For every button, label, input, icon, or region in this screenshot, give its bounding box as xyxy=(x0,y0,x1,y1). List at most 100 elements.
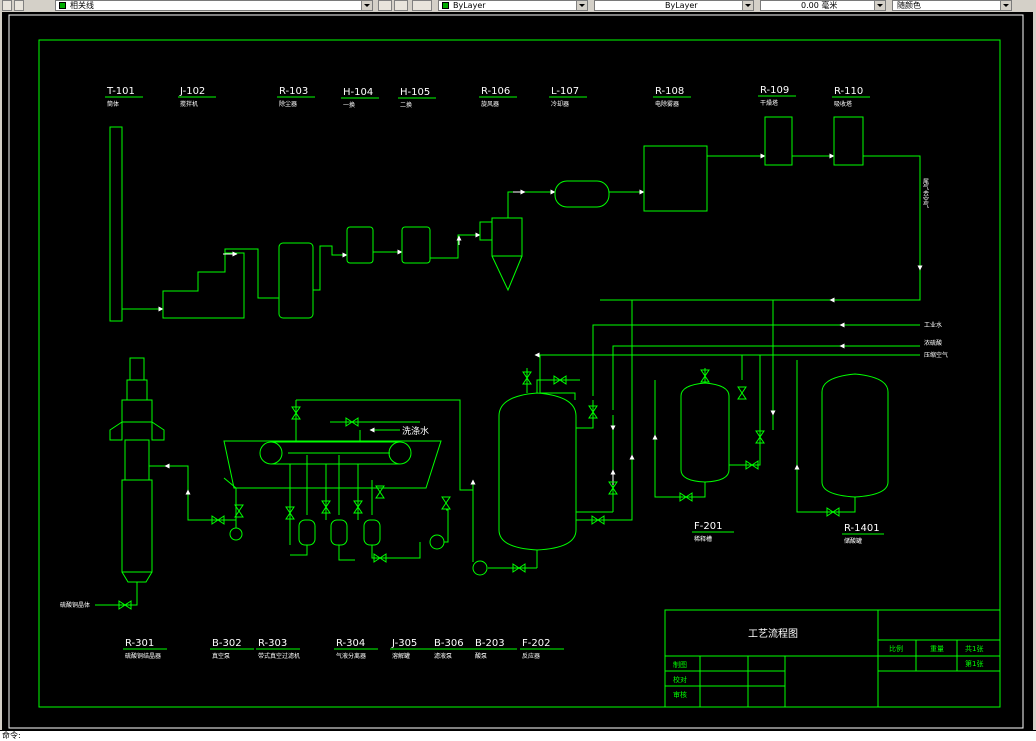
equipment-name-r-303: 带式真空过滤机 xyxy=(258,652,300,660)
equipment-name-f-202: 反应器 xyxy=(522,652,540,660)
equipment-labels-right: F-201 稀释槽 R-1401 储酸罐 xyxy=(692,521,884,545)
r103-vessel[interactable] xyxy=(278,242,314,319)
equipment-tag-r-301: R-301 xyxy=(125,638,154,649)
equipment-tag-b-302: B-302 xyxy=(212,638,242,649)
plotstyle-combo-value: 随颜色 xyxy=(897,1,921,10)
drawn-label: 制图 xyxy=(673,660,687,669)
plotstyle-combo[interactable]: 随颜色 xyxy=(892,0,1012,11)
equipment-tag-r-1401: R-1401 xyxy=(844,523,880,534)
chevron-down-icon[interactable] xyxy=(576,1,587,10)
equipment-tag-h-105: H-105 xyxy=(400,87,430,98)
feed-1-label: 工业水 xyxy=(924,321,942,329)
equipment-tag-f-202: F-202 xyxy=(522,638,550,649)
f201-dilution-tank[interactable] xyxy=(680,382,730,483)
layer-state-button[interactable] xyxy=(14,0,24,11)
equipment-name-t-101: 筒体 xyxy=(107,100,119,108)
command-prompt: 命令: xyxy=(2,731,21,740)
make-current-button[interactable] xyxy=(378,0,392,11)
equipment-tag-r-304: R-304 xyxy=(336,638,365,649)
r1401-storage-tank[interactable] xyxy=(821,373,889,498)
wash-water-label: 洗涤水 xyxy=(402,425,429,437)
equipment-tag-f-201: F-201 xyxy=(694,521,722,532)
h104-exchanger[interactable] xyxy=(346,226,374,264)
equipment-tag-b-306: B-306 xyxy=(434,638,464,649)
r109-drying-tower[interactable] xyxy=(764,116,793,166)
equipment-name-r-106: 旋风器 xyxy=(481,100,499,108)
j102-feeder[interactable] xyxy=(162,252,245,319)
equipment-name-r-110: 吸收塔 xyxy=(834,100,852,108)
feed-3-label: 压缩空气 xyxy=(924,351,948,359)
equipment-name-j-102: 搅拌机 xyxy=(180,100,198,108)
equipment-name-r-108: 电除雾器 xyxy=(655,100,679,108)
equipment-tag-r-303: R-303 xyxy=(258,638,287,649)
linetype-combo[interactable]: ByLayer xyxy=(594,0,754,11)
equipment-tag-j-305: J-305 xyxy=(391,638,417,649)
scale-label: 比例 xyxy=(889,644,903,653)
crystal-out-label: 硫酸铜晶体 xyxy=(60,601,90,609)
equipment-labels-top: T-101 筒体 J-102 搅拌机 R-103 除尘器 H-104 一换 H-105 二换 R-1… xyxy=(105,85,870,109)
equipment-tag-h-104: H-104 xyxy=(343,87,373,98)
equipment-tag-t-101: T-101 xyxy=(106,86,135,97)
equipment-tag-r-109: R-109 xyxy=(760,85,789,96)
r303-belt-filter[interactable] xyxy=(223,440,442,489)
outer-sheet-border xyxy=(8,14,1024,729)
tail-gas-label: 尾气去空气 xyxy=(922,178,929,208)
chevron-down-icon[interactable] xyxy=(874,1,885,10)
checked-label: 校对 xyxy=(673,675,687,684)
equipment-name-h-104: 一换 xyxy=(343,101,355,109)
properties-toolbar: 相关线 ByLayer ByLayer 0.00 毫米 随颜色 xyxy=(0,0,1036,13)
lineweight-combo-value: 0.00 毫米 xyxy=(801,1,838,10)
r108-precipitator[interactable] xyxy=(643,145,708,212)
window-left-edge xyxy=(0,12,2,730)
l107-cooler[interactable] xyxy=(554,180,610,208)
layer-manager-button[interactable] xyxy=(2,0,12,11)
equipment-name-r-109: 干燥塔 xyxy=(760,99,778,107)
equipment-name-f-201: 稀释槽 xyxy=(694,535,712,543)
r110-absorber[interactable] xyxy=(833,116,864,166)
h105-exchanger[interactable] xyxy=(401,226,431,264)
b203-acid-pump[interactable] xyxy=(472,560,488,576)
equipment-name-r-301: 硫酸铜结晶器 xyxy=(125,652,161,660)
chevron-down-icon[interactable] xyxy=(1000,1,1011,10)
equipment-name-r-103: 除尘器 xyxy=(279,100,297,108)
match-properties-button[interactable] xyxy=(412,0,432,11)
r106-cyclone[interactable] xyxy=(491,217,523,257)
title-block xyxy=(664,609,1001,708)
inner-sheet-border xyxy=(38,39,1001,708)
color-swatch xyxy=(442,2,449,9)
equipment-tag-l-107: L-107 xyxy=(551,86,579,97)
equipment-name-r-304: 气液分离器 xyxy=(336,652,366,660)
layer-previous-button[interactable] xyxy=(394,0,408,11)
command-line[interactable]: 命令: xyxy=(0,731,1036,741)
linetype-combo-value: ByLayer xyxy=(665,1,698,10)
equipment-name-b-203: 酸泵 xyxy=(475,652,487,660)
equipment-labels-bottom: R-301 硫酸铜结晶器 B-302 真空泵 R-303 带式真空过滤机 R-304 气液分离… xyxy=(123,638,564,660)
equipment-tag-j-102: J-102 xyxy=(179,86,205,97)
lineweight-combo[interactable]: 0.00 毫米 xyxy=(760,0,886,11)
feed-2-label: 浓硫酸 xyxy=(924,339,942,347)
equipment-tag-b-203: B-203 xyxy=(475,638,505,649)
sheets-total: 共1张 xyxy=(965,644,983,653)
window-right-edge xyxy=(1033,12,1036,730)
layer-color-swatch xyxy=(59,2,66,9)
t101-stack[interactable] xyxy=(109,126,123,322)
layer-combo[interactable]: 相关线 xyxy=(55,0,373,11)
equipment-name-j-305: 溶解罐 xyxy=(392,652,410,660)
equipment-tag-r-103: R-103 xyxy=(279,86,308,97)
approved-label: 审核 xyxy=(673,690,687,699)
equipment-name-b-306: 滤液泵 xyxy=(434,652,452,660)
equipment-tag-r-106: R-106 xyxy=(481,86,510,97)
chevron-down-icon[interactable] xyxy=(742,1,753,10)
color-combo[interactable]: ByLayer xyxy=(438,0,588,11)
layer-combo-value: 相关线 xyxy=(70,1,94,10)
weight-label: 重量 xyxy=(930,645,944,653)
chevron-down-icon[interactable] xyxy=(361,1,372,10)
equipment-name-h-105: 二换 xyxy=(400,101,412,109)
f202-reactor[interactable] xyxy=(498,392,577,551)
equipment-name-r-1401: 储酸罐 xyxy=(844,537,862,545)
equipment-tag-r-108: R-108 xyxy=(655,86,684,97)
sheet-number: 第1张 xyxy=(965,659,983,668)
equipment-name-b-302: 真空泵 xyxy=(212,652,230,660)
color-combo-value: ByLayer xyxy=(453,1,486,10)
